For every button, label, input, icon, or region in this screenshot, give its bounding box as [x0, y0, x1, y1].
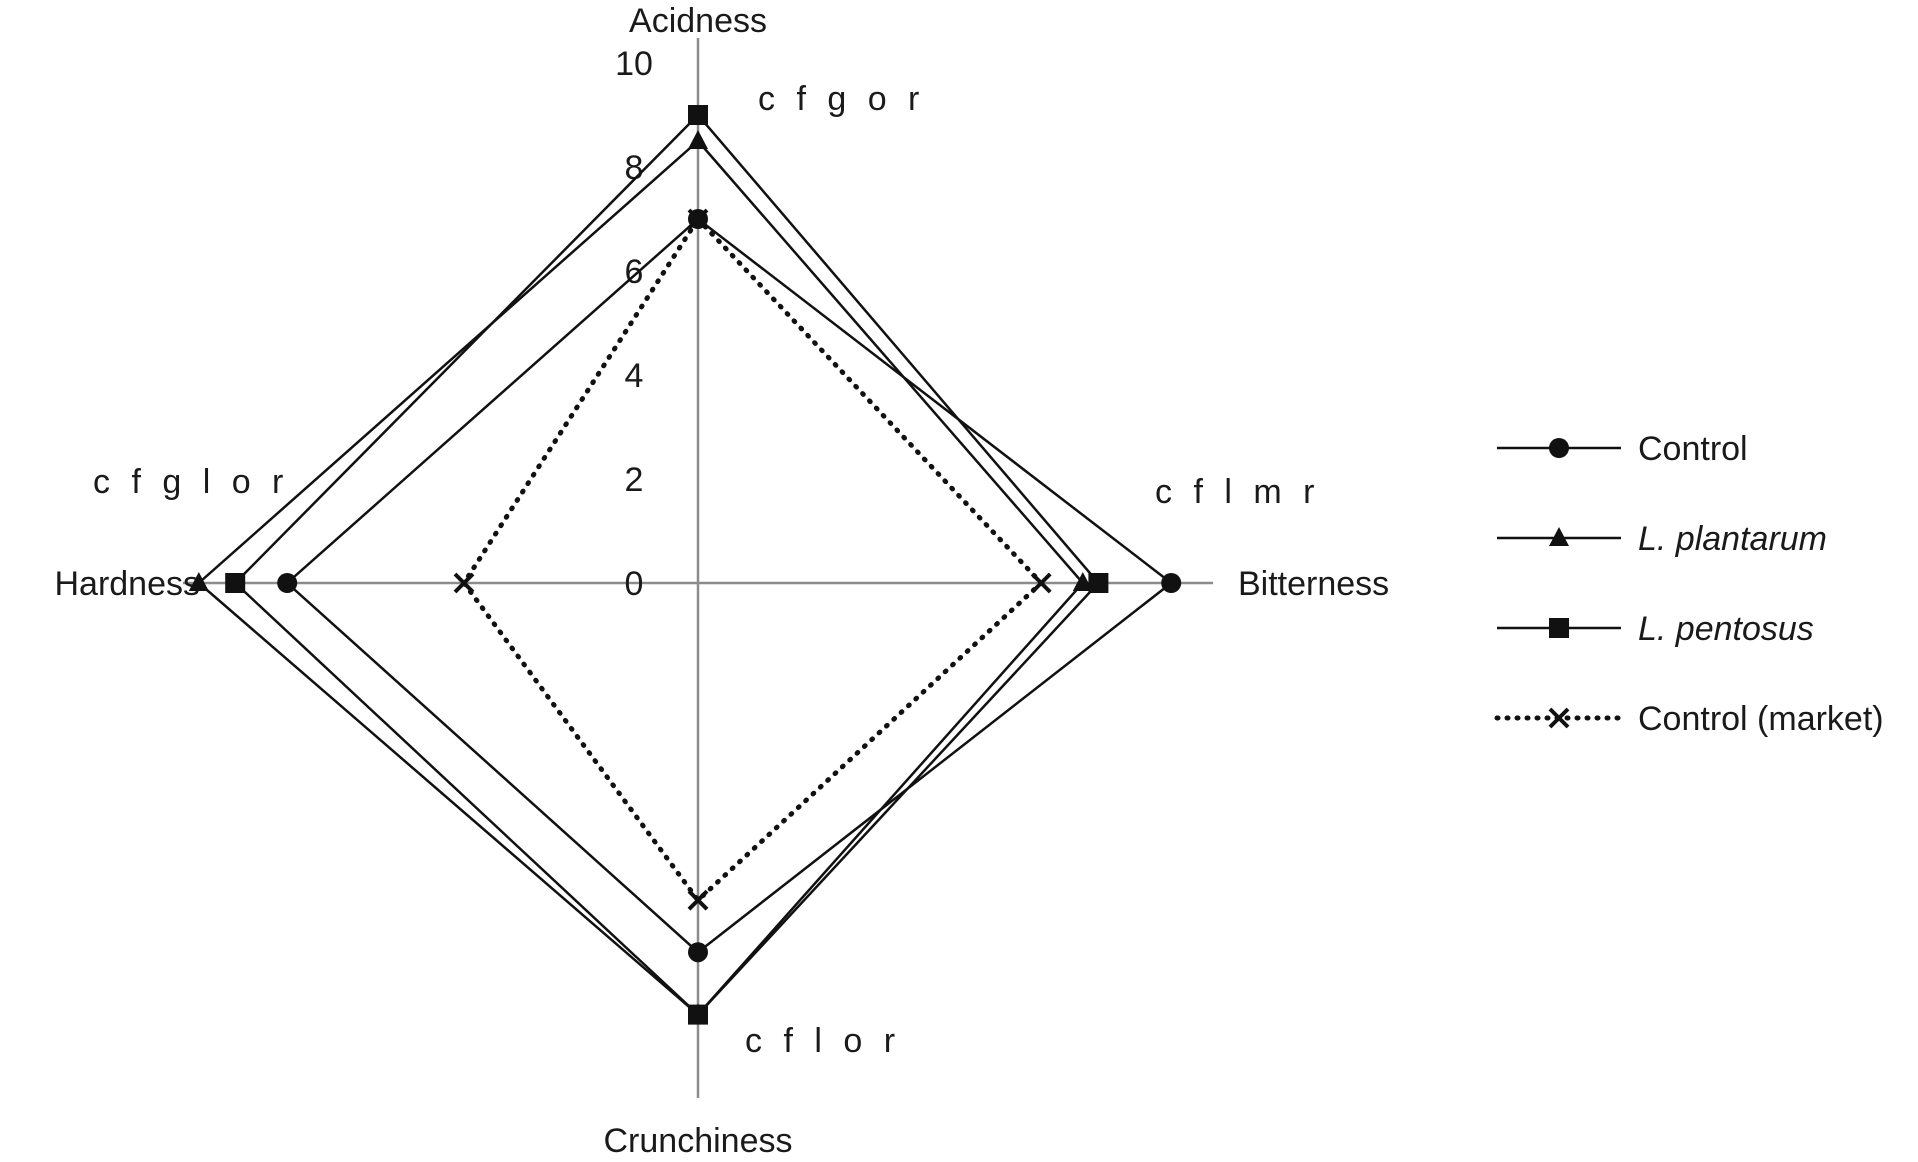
data-point-l-plantarum-bitterness [1072, 572, 1093, 591]
series-line-l-pentosus [233, 113, 1101, 1017]
legend-item-control: Control [1497, 430, 1748, 468]
data-point-control-market-hardness [453, 572, 475, 594]
tick-label: 8 [625, 149, 644, 187]
data-point-l-pentosus-crunchiness [688, 1004, 708, 1025]
legend-item-control-market: Control (market) [1494, 700, 1884, 738]
legend-label: Control (market) [1638, 700, 1884, 738]
data-point-l-plantarum-acidness [688, 130, 708, 149]
tick-label: 4 [625, 357, 644, 395]
data-point-control-bitterness [1161, 573, 1182, 593]
data-point-control-market-crunchiness [687, 889, 709, 911]
legend-marker-triangle [1549, 527, 1569, 546]
legend-marker-x [1548, 707, 1570, 729]
legend-label: L. plantarum [1638, 520, 1827, 558]
tick-labels: 0 2 4 6 8 10 [615, 45, 653, 603]
axis-name-crunchiness: Crunchiness [604, 1122, 793, 1160]
tick-label: 0 [625, 565, 644, 603]
axis-name-bitterness: Bitterness [1238, 565, 1389, 603]
annotation-acidness: c f g o r [758, 80, 925, 118]
legend-label: Control [1638, 430, 1748, 468]
series-line-control-market [460, 214, 1045, 904]
annotation-crunchiness: c f l o r [745, 1022, 901, 1060]
series-control-market [453, 208, 1052, 911]
annotation-hardness: c f g l o r [93, 463, 289, 501]
data-point-control-hardness [277, 573, 298, 593]
data-point-control-crunchiness [688, 942, 708, 963]
data-point-l-pentosus-bitterness [1088, 573, 1109, 593]
tick-label: 2 [625, 461, 644, 499]
data-point-l-plantarum-hardness [188, 572, 209, 591]
series-l-pentosus [225, 105, 1109, 1025]
data-point-l-pentosus-hardness [225, 573, 246, 593]
data-point-control-market-acidness [687, 208, 709, 230]
tick-label: 10 [615, 45, 653, 83]
legend-item-l-pentosus: L. pentosus [1497, 610, 1814, 648]
axis-name-acidness: Acidness [629, 2, 767, 40]
axes [183, 38, 1213, 1098]
series [188, 105, 1182, 1025]
legend-marker-square [1549, 618, 1569, 638]
data-point-control-market-bitterness [1030, 572, 1052, 594]
legend-item-l-plantarum: L. plantarum [1497, 520, 1827, 558]
legend-marker-circle [1549, 438, 1569, 458]
annotation-bitterness: c f l m r [1155, 473, 1320, 511]
legend-label: L. pentosus [1638, 610, 1814, 648]
axis-name-hardness: Hardness [54, 565, 200, 603]
tick-label: 6 [625, 253, 644, 291]
annotations: c f g o r c f l m r c f l o r c f g l o r [93, 80, 1320, 1060]
data-point-l-pentosus-acidness [688, 105, 708, 125]
